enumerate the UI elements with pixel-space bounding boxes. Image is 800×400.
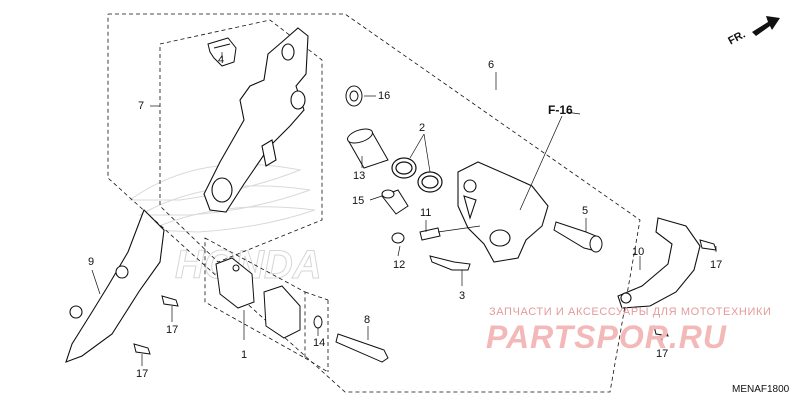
watermark-caption: ЗАПЧАСТИ И АКСЕССУАРЫ ДЛЯ МОТОТЕХНИКИ bbox=[489, 306, 772, 318]
callout-15: 15 bbox=[352, 195, 365, 207]
reference-label: F-16 bbox=[548, 103, 573, 117]
disc-guard bbox=[65, 209, 165, 363]
pad-spring bbox=[429, 255, 471, 271]
callout-14: 14 bbox=[313, 337, 326, 349]
callout-17-b: 17 bbox=[136, 368, 149, 380]
callout-17-d: 17 bbox=[656, 348, 669, 360]
callout-8: 8 bbox=[364, 314, 371, 326]
callout-12: 12 bbox=[393, 259, 406, 271]
brake-pad-set bbox=[215, 257, 301, 339]
assembly-outline-7 bbox=[159, 19, 323, 263]
bleed-bolt bbox=[381, 189, 409, 215]
pin-boot bbox=[345, 85, 363, 107]
caliper-bracket bbox=[203, 27, 309, 213]
callout-5: 5 bbox=[582, 205, 589, 217]
callout-17-c: 17 bbox=[710, 259, 723, 271]
heel-guard bbox=[617, 217, 701, 309]
caliper-piston bbox=[346, 128, 389, 169]
callout-2: 2 bbox=[419, 122, 426, 134]
flange-bolt-d bbox=[653, 325, 669, 337]
callout-6: 6 bbox=[488, 59, 495, 71]
flange-bolt-b bbox=[133, 343, 151, 355]
callout-7: 7 bbox=[138, 100, 145, 112]
watermark-brand: PARTSPOR.RU bbox=[486, 319, 727, 355]
pad-pin-clip bbox=[313, 315, 323, 329]
callout-11: 11 bbox=[420, 207, 432, 219]
callout-9: 9 bbox=[88, 256, 95, 268]
assembly-outline-1 bbox=[204, 237, 329, 373]
drawing-code: MENAF1800 bbox=[732, 384, 790, 395]
callout-3: 3 bbox=[459, 290, 466, 302]
callout-17-a: 17 bbox=[166, 324, 179, 336]
flange-bolt-c bbox=[699, 239, 717, 251]
leader-lines bbox=[91, 52, 717, 366]
front-direction-arrow-icon bbox=[752, 16, 780, 36]
caliper-pin-bolt bbox=[553, 221, 603, 253]
bleeder-screw bbox=[419, 227, 441, 241]
flange-bolt-a bbox=[161, 295, 179, 307]
callout-16: 16 bbox=[378, 90, 391, 102]
bleeder-cap bbox=[391, 232, 405, 244]
callout-10: 10 bbox=[632, 246, 645, 258]
callout-13: 13 bbox=[353, 170, 366, 182]
callout-4: 4 bbox=[218, 54, 225, 66]
piston-seal-set bbox=[391, 157, 443, 193]
assembly-outline-6 bbox=[107, 13, 641, 393]
pad-pin bbox=[335, 333, 389, 363]
caliper-body bbox=[457, 161, 549, 263]
callout-1: 1 bbox=[241, 349, 248, 361]
